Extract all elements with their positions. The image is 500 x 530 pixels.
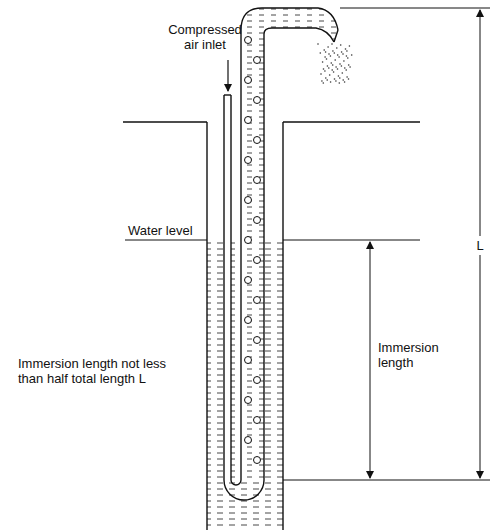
air-inlet-label: Compressed air inlet — [160, 22, 250, 52]
water-level-label: Water level — [128, 223, 208, 238]
spout-water — [241, 8, 338, 42]
dimension-label: L — [473, 236, 487, 255]
water-spray — [317, 43, 352, 84]
riser-water — [241, 28, 264, 480]
air-bubbles — [245, 37, 261, 464]
pipe-outline — [224, 8, 338, 500]
dimension-label: Immersion length — [378, 340, 450, 370]
air-arrow — [227, 60, 228, 91]
dimension-lines — [283, 8, 490, 480]
note-text: Immersion length not less than half tota… — [18, 356, 188, 386]
water-level-line — [125, 240, 420, 241]
air-pipe-interior — [224, 95, 231, 480]
ground-lines — [123, 122, 420, 530]
